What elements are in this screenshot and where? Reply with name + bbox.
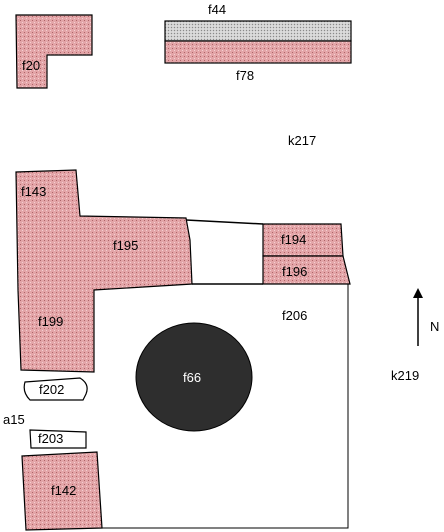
feature-f142: f142 bbox=[21, 451, 103, 531]
north-label: N bbox=[430, 319, 439, 334]
feature-f143-f195-f199: f143 f195 f199 bbox=[15, 169, 193, 373]
feature-f44: f44 bbox=[164, 2, 352, 42]
label-f20: f20 bbox=[22, 58, 40, 73]
label-f44: f44 bbox=[208, 2, 226, 17]
feature-f194: f194 bbox=[262, 223, 344, 257]
feature-f203: f203 bbox=[29, 429, 87, 449]
label-f199: f199 bbox=[38, 314, 63, 329]
label-k217: k217 bbox=[288, 133, 316, 148]
label-f66: f66 bbox=[183, 370, 201, 385]
feature-f20: f20 bbox=[15, 14, 93, 89]
area-f206: f206 bbox=[101, 219, 349, 529]
label-f196: f196 bbox=[282, 264, 307, 279]
feature-f202: f202 bbox=[23, 377, 88, 401]
label-f206: f206 bbox=[282, 308, 307, 323]
label-a15: a15 bbox=[3, 412, 25, 427]
label-k219: k219 bbox=[391, 368, 419, 383]
label-f202: f202 bbox=[39, 382, 64, 397]
north-arrow: N bbox=[413, 288, 439, 346]
label-f194: f194 bbox=[281, 232, 306, 247]
label-f195: f195 bbox=[113, 238, 138, 253]
label-f78: f78 bbox=[236, 68, 254, 83]
feature-f78: f78 bbox=[164, 40, 352, 83]
label-f203: f203 bbox=[38, 431, 63, 446]
feature-f196: f196 bbox=[262, 255, 351, 285]
label-f143: f143 bbox=[21, 184, 46, 199]
label-f142: f142 bbox=[51, 483, 76, 498]
pit-f66: f66 bbox=[135, 322, 253, 432]
